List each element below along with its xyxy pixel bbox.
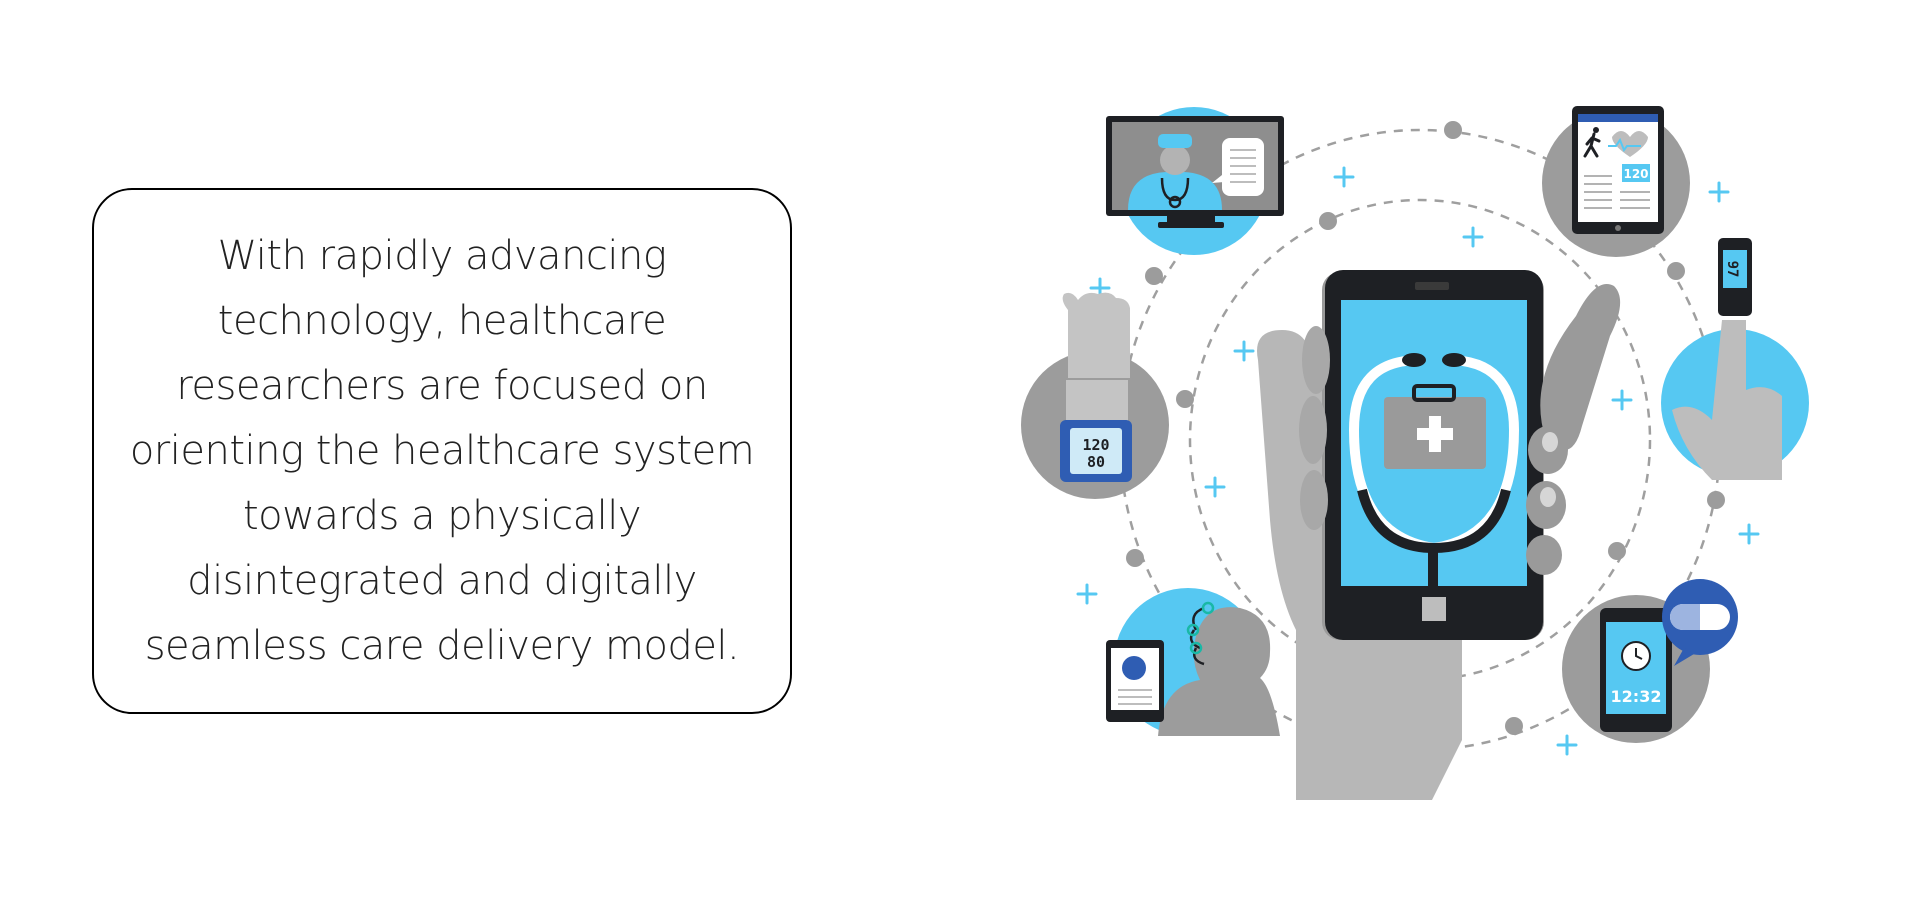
bp-bottom-reading: 80: [1087, 453, 1105, 471]
telemedicine-monitor-icon: [1106, 107, 1284, 255]
tablet-reading: 120: [1623, 167, 1648, 181]
bp-top-reading: 120: [1082, 436, 1109, 454]
card-text-line: seamless care delivery model.: [144, 622, 740, 669]
plus-icons: [1076, 166, 1760, 756]
phone-clock: 12:32: [1611, 687, 1662, 706]
card-text-line: With rapidly advancing: [217, 232, 667, 279]
medication-reminder-icon: 12:32: [1562, 579, 1738, 743]
digital-health-illustration: 120 120 80 97: [1021, 106, 1809, 800]
text-card: With rapidly advancing technology, healt…: [92, 188, 792, 714]
card-text-line: towards a physically: [242, 492, 642, 539]
blood-pressure-watch-icon: 120 80: [1021, 292, 1169, 499]
brain-scan-icon: [1106, 588, 1280, 736]
fitness-tablet-icon: 120: [1542, 106, 1690, 257]
card-text-line: disintegrated and digitally: [187, 557, 697, 604]
card-text-line: technology, healthcare: [217, 297, 667, 344]
oximeter-reading: 97: [1724, 261, 1740, 278]
card-text-line: researchers are focused on: [176, 362, 708, 409]
card-text-line: orienting the healthcare system: [129, 427, 755, 474]
pill-bubble-icon: [1662, 579, 1738, 666]
pulse-oximeter-icon: 97: [1661, 238, 1809, 480]
orbit-dots: [1126, 121, 1725, 735]
hand-holding-phone-icon: [1257, 270, 1621, 800]
